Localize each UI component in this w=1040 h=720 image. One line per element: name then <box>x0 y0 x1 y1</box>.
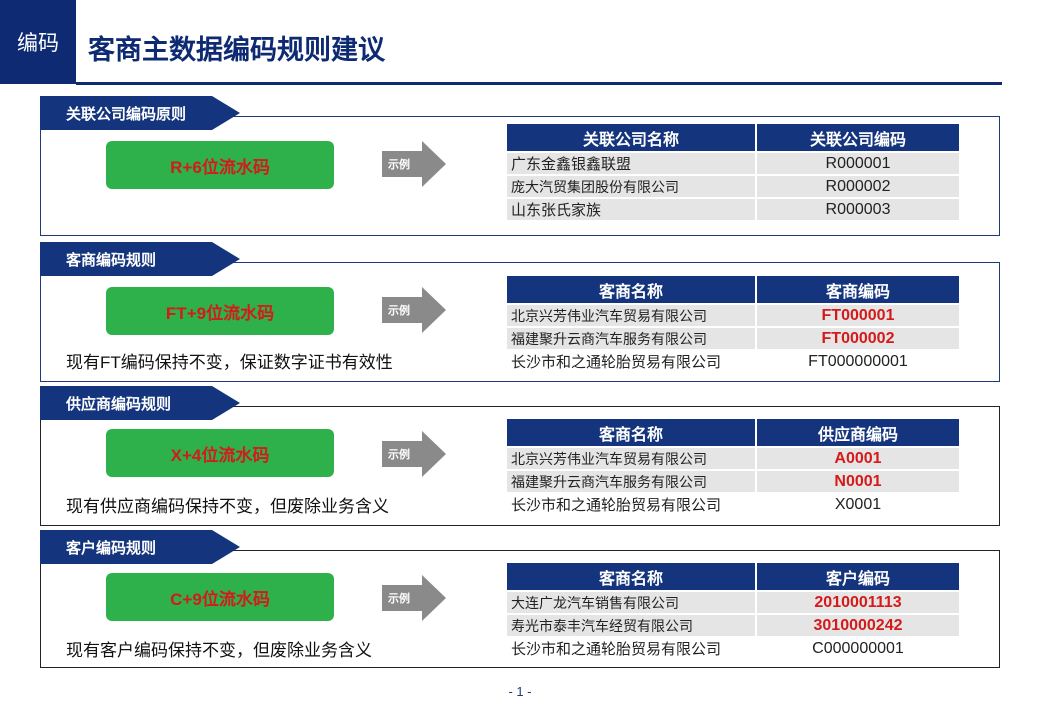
code-cell: R000002 <box>757 176 959 197</box>
company-name-cell: 北京兴芳伟业汽车贸易有限公司 <box>507 305 757 326</box>
section-customer-coding: 客户编码规则 C+9位流水码 现有客户编码保持不变，但废除业务含义 示例 客商名… <box>40 530 1000 668</box>
section-tag: 编码 <box>0 0 76 84</box>
company-name-cell: 福建聚升云商汽车服务有限公司 <box>507 328 757 349</box>
title-divider <box>76 82 1002 85</box>
example-label: 示例 <box>388 305 410 317</box>
code-cell: 3010000242 <box>757 615 959 636</box>
column-header: 关联公司编码 <box>757 124 959 151</box>
table-row: 大连广龙汽车销售有限公司 2010001113 <box>507 592 959 613</box>
rule-pill: R+6位流水码 <box>106 141 334 189</box>
code-table: 客商名称 客户编码 大连广龙汽车销售有限公司 2010001113 寿光市泰丰汽… <box>507 561 959 661</box>
example-label: 示例 <box>388 593 410 605</box>
arrow-right-icon <box>382 575 446 621</box>
table-header-row: 客商名称 客户编码 <box>507 563 959 590</box>
table-header-row: 客商名称 客商编码 <box>507 276 959 303</box>
section-banner: 客户编码规则 <box>40 530 240 564</box>
table-row: 庞大汽贸集团股份有限公司 R000002 <box>507 176 959 197</box>
table-row: 北京兴芳伟业汽车贸易有限公司 A0001 <box>507 448 959 469</box>
column-header: 关联公司名称 <box>507 124 757 151</box>
code-cell: R000001 <box>757 153 959 174</box>
section-banner: 关联公司编码原则 <box>40 96 240 130</box>
column-header: 客商编码 <box>757 276 959 303</box>
example-arrow: 示例 <box>382 431 446 477</box>
code-cell: FT000002 <box>757 328 959 349</box>
company-name-cell: 长沙市和之通轮胎贸易有限公司 <box>507 351 757 372</box>
table-row: 北京兴芳伟业汽车贸易有限公司 FT000001 <box>507 305 959 326</box>
section-merchant-coding: 客商编码规则 FT+9位流水码 现有FT编码保持不变，保证数字证书有效性 示例 … <box>40 242 1000 382</box>
column-header: 客户编码 <box>757 563 959 590</box>
code-cell: FT000001 <box>757 305 959 326</box>
table-row: 广东金鑫银鑫联盟 R000001 <box>507 153 959 174</box>
table-header-row: 客商名称 供应商编码 <box>507 419 959 446</box>
example-arrow: 示例 <box>382 141 446 187</box>
code-cell: X0001 <box>757 494 959 515</box>
code-cell: 2010001113 <box>757 592 959 613</box>
company-name-cell: 山东张氏家族 <box>507 199 757 220</box>
company-name-cell: 广东金鑫银鑫联盟 <box>507 153 757 174</box>
example-label: 示例 <box>388 159 410 171</box>
code-cell: C000000001 <box>757 638 959 659</box>
code-cell: N0001 <box>757 471 959 492</box>
section-banner: 供应商编码规则 <box>40 386 240 420</box>
rule-note: 现有FT编码保持不变，保证数字证书有效性 <box>66 353 393 372</box>
column-header: 客商名称 <box>507 276 757 303</box>
code-table: 客商名称 客商编码 北京兴芳伟业汽车贸易有限公司 FT000001 福建聚升云商… <box>507 274 959 374</box>
table-row: 长沙市和之通轮胎贸易有限公司 C000000001 <box>507 638 959 659</box>
arrow-right-icon <box>382 431 446 477</box>
rule-pill: C+9位流水码 <box>106 573 334 621</box>
column-header: 供应商编码 <box>757 419 959 446</box>
rule-note: 现有客户编码保持不变，但废除业务含义 <box>66 641 372 660</box>
company-name-cell: 寿光市泰丰汽车经贸有限公司 <box>507 615 757 636</box>
rule-pill: FT+9位流水码 <box>106 287 334 335</box>
table-row: 山东张氏家族 R000003 <box>507 199 959 220</box>
rule-note: 现有供应商编码保持不变，但废除业务含义 <box>66 497 389 516</box>
example-label: 示例 <box>388 449 410 461</box>
code-cell: A0001 <box>757 448 959 469</box>
company-name-cell: 北京兴芳伟业汽车贸易有限公司 <box>507 448 757 469</box>
example-arrow: 示例 <box>382 575 446 621</box>
arrow-right-icon <box>382 141 446 187</box>
page-number: - 1 - <box>508 684 532 699</box>
company-name-cell: 长沙市和之通轮胎贸易有限公司 <box>507 494 757 515</box>
table-row: 长沙市和之通轮胎贸易有限公司 X0001 <box>507 494 959 515</box>
arrow-right-icon <box>382 287 446 333</box>
table-row: 长沙市和之通轮胎贸易有限公司 FT000000001 <box>507 351 959 372</box>
table-row: 福建聚升云商汽车服务有限公司 N0001 <box>507 471 959 492</box>
rule-pill: X+4位流水码 <box>106 429 334 477</box>
table-row: 福建聚升云商汽车服务有限公司 FT000002 <box>507 328 959 349</box>
code-table: 客商名称 供应商编码 北京兴芳伟业汽车贸易有限公司 A0001 福建聚升云商汽车… <box>507 417 959 517</box>
section-banner: 客商编码规则 <box>40 242 240 276</box>
column-header: 客商名称 <box>507 563 757 590</box>
table-header-row: 关联公司名称 关联公司编码 <box>507 124 959 151</box>
section-affiliate-coding: 关联公司编码原则 R+6位流水码 示例 关联公司名称 关联公司编码 广东金鑫银鑫… <box>40 96 1000 236</box>
table-row: 寿光市泰丰汽车经贸有限公司 3010000242 <box>507 615 959 636</box>
code-cell: R000003 <box>757 199 959 220</box>
company-name-cell: 庞大汽贸集团股份有限公司 <box>507 176 757 197</box>
code-table: 关联公司名称 关联公司编码 广东金鑫银鑫联盟 R000001 庞大汽贸集团股份有… <box>507 122 959 222</box>
example-arrow: 示例 <box>382 287 446 333</box>
code-cell: FT000000001 <box>757 351 959 372</box>
column-header: 客商名称 <box>507 419 757 446</box>
company-name-cell: 大连广龙汽车销售有限公司 <box>507 592 757 613</box>
section-supplier-coding: 供应商编码规则 X+4位流水码 现有供应商编码保持不变，但废除业务含义 示例 客… <box>40 386 1000 526</box>
company-name-cell: 福建聚升云商汽车服务有限公司 <box>507 471 757 492</box>
company-name-cell: 长沙市和之通轮胎贸易有限公司 <box>507 638 757 659</box>
page-title: 客商主数据编码规则建议 <box>88 35 385 65</box>
